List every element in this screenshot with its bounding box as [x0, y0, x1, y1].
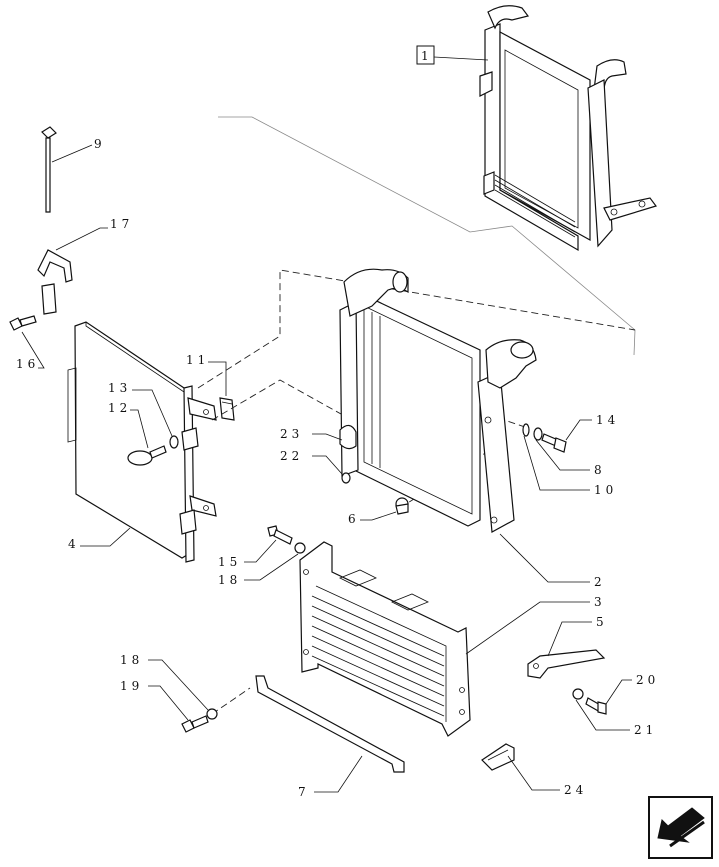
- label-17: 17: [110, 217, 133, 231]
- part-6-plug: 6: [348, 497, 409, 526]
- label-6: 6: [348, 512, 360, 526]
- part-2-radiator: 2: [339, 268, 606, 589]
- part-5-bracket: 5: [527, 615, 608, 679]
- part-11-clip: 11: [186, 353, 235, 421]
- label-1: 1: [421, 49, 433, 63]
- part-14-bolt: 14: [541, 413, 619, 453]
- label-12: 12: [108, 401, 131, 415]
- part-13-washer: 13: [108, 381, 179, 449]
- label-2: 2: [594, 575, 606, 589]
- part-7-stay-rod: 7: [255, 675, 405, 799]
- label-10: 10: [594, 483, 617, 497]
- part-3-oil-cooler: 3: [299, 541, 606, 737]
- label-18-lower: 18: [120, 653, 143, 667]
- label-18-upper: 18: [218, 573, 241, 587]
- label-8: 8: [594, 463, 606, 477]
- part-18-washer-upper: 18: [218, 542, 306, 587]
- label-3: 3: [594, 595, 606, 609]
- part-8-washer: 8: [533, 427, 606, 477]
- label-15: 15: [218, 555, 241, 569]
- next-page-arrow-icon[interactable]: [648, 796, 713, 859]
- part-4-cover-panel: 4: [67, 321, 217, 563]
- part-16-bolt: 16: [9, 315, 45, 371]
- part-19-bolt: 19: [120, 679, 209, 733]
- part-18-washer-lower: 18: [120, 653, 218, 720]
- part-15-bolt: 15: [218, 525, 293, 569]
- part-24-clip: 24: [481, 743, 587, 797]
- part-17-bracket: 17: [37, 217, 133, 315]
- part-23-drain-plug: 23: [280, 424, 357, 450]
- label-20: 20: [636, 673, 659, 687]
- label-5: 5: [596, 615, 608, 629]
- label-9: 9: [94, 137, 106, 151]
- part-21-washer: 21: [572, 688, 657, 737]
- label-22: 22: [280, 449, 303, 463]
- radiator-assembly-overview: 1: [416, 5, 657, 252]
- label-23: 23: [280, 427, 303, 441]
- label-7: 7: [298, 785, 310, 799]
- label-14: 14: [596, 413, 619, 427]
- part-22-seal: 22: [280, 449, 351, 484]
- label-13: 13: [108, 381, 131, 395]
- label-4: 4: [68, 537, 80, 551]
- part-12-latch: 12: [108, 401, 167, 466]
- label-24: 24: [564, 783, 587, 797]
- label-21: 21: [634, 723, 657, 737]
- label-19: 19: [120, 679, 143, 693]
- part-20-bolt: 20: [585, 673, 659, 715]
- part-10-washer: 10: [522, 423, 617, 497]
- label-16: 16: [16, 357, 39, 371]
- part-9-rod: 9: [41, 126, 106, 213]
- label-11: 11: [186, 353, 209, 367]
